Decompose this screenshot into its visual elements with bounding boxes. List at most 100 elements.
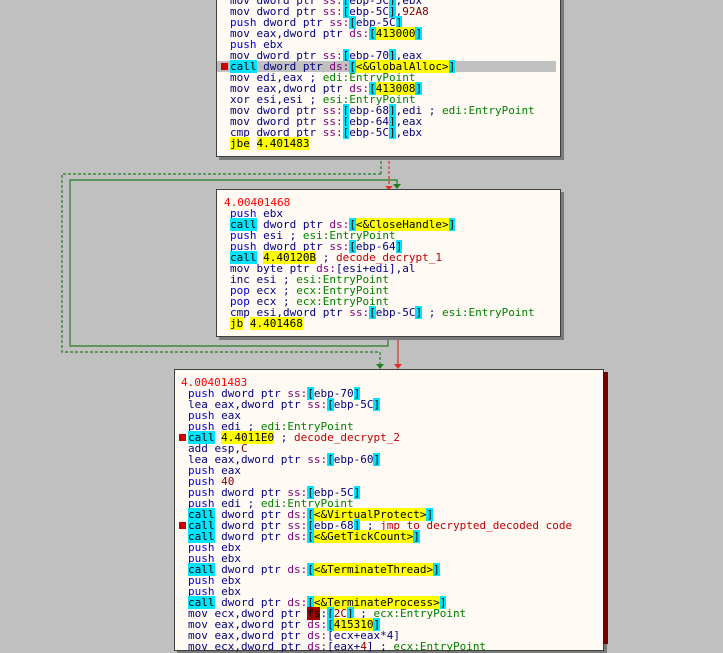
- instruction-row[interactable]: push dword ptr ss:[ebp-5C]: [217, 16, 560, 29]
- instruction-row[interactable]: push ebx: [175, 575, 603, 586]
- instruction-row[interactable]: add esp,C: [175, 443, 603, 454]
- instruction-row[interactable]: inc esi ; esi:EntryPoint: [217, 274, 560, 285]
- block-address: 4.00401468: [224, 196, 291, 209]
- instruction-row[interactable]: cmp esi,dword ptr ss:[ebp-5C] ; esi:Entr…: [217, 306, 560, 319]
- operand-api[interactable]: <&GetTickCount>: [313, 530, 414, 543]
- operand-api[interactable]: <&TerminateProcess>: [313, 596, 440, 609]
- operand-kw: ;: [353, 607, 374, 620]
- instruction-row[interactable]: mov edi,eax ; edi:EntryPoint: [217, 72, 560, 83]
- instruction-row[interactable]: mov eax,dword ptr ds:[ecx+eax*4]: [175, 630, 603, 641]
- instruction-row[interactable]: push eax: [175, 410, 603, 421]
- instruction-row[interactable]: push eax: [175, 465, 603, 476]
- operand-kw: dword ptr: [221, 508, 288, 521]
- instruction-row[interactable]: call dword ptr ss:[ebp-68] ; jmp to decr…: [175, 519, 603, 532]
- instruction-row[interactable]: push ebx: [175, 553, 603, 564]
- instruction-row[interactable]: mov dword ptr ss:[ebp-5C],92A8: [217, 5, 560, 18]
- instruction-row[interactable]: mov dword ptr ss:[ebp-5C],ebx: [217, 0, 560, 7]
- operand-br: [: [342, 115, 350, 128]
- operand-kw: byte ptr: [256, 262, 317, 275]
- operand-kw: esi,dword ptr: [256, 306, 350, 319]
- instruction-row[interactable]: mov dword ptr ss:[ebp-68],edi ; edi:Entr…: [217, 104, 560, 117]
- operand-br: [: [307, 519, 314, 532]
- operand-tgt[interactable]: 4.401483: [256, 137, 310, 150]
- operand-br: [: [307, 387, 314, 400]
- instruction-row[interactable]: push dword ptr ss:[ebp-70]: [175, 387, 603, 400]
- operand-kw: eax,dword ptr: [214, 398, 308, 411]
- operand-kw: ebx: [263, 38, 283, 51]
- instruction-row[interactable]: mov ecx,dword ptr ds:[eax+4] ; ecx:Entry…: [175, 641, 603, 652]
- operand-seg: ss:: [329, 240, 350, 253]
- operand-tgt[interactable]: 413000: [375, 27, 416, 40]
- operand-kw: ,edi ;: [395, 104, 442, 117]
- instruction-row[interactable]: push dword ptr ss:[ebp-5C]: [175, 486, 603, 499]
- instruction-row[interactable]: mov dword ptr ss:[ebp-64],eax: [217, 115, 560, 128]
- mnemonic: mov: [230, 262, 250, 275]
- operand-cmt: esi:EntryPoint: [441, 306, 535, 319]
- operand-api[interactable]: <&TerminateThread>: [313, 563, 434, 576]
- breakpoint-icon[interactable]: [179, 522, 186, 529]
- operand-seg: ds:: [316, 262, 336, 275]
- instruction-row[interactable]: jb 4.401468: [217, 317, 560, 330]
- instruction-row[interactable]: push ebx: [175, 586, 603, 597]
- operand-redmark: fs: [307, 607, 321, 620]
- operand-kw: ;: [316, 251, 336, 264]
- operand-kw: dword ptr: [221, 530, 288, 543]
- instruction-row[interactable]: cmp dword ptr ss:[ebp-5C],ebx: [217, 126, 560, 139]
- instruction-row[interactable]: lea eax,dword ptr ss:[ebp-60]: [175, 453, 603, 466]
- operand-br: [: [307, 530, 314, 543]
- breakpoint-icon[interactable]: [179, 434, 186, 441]
- operand-br: ]: [353, 387, 361, 400]
- instruction-row[interactable]: call dword ptr ds:[<&GetTickCount>]: [175, 530, 603, 543]
- instruction-row[interactable]: push ebx: [175, 542, 603, 553]
- operand-tgt[interactable]: 413008: [375, 82, 416, 95]
- instruction-row[interactable]: push ebx: [217, 39, 560, 50]
- instruction-row[interactable]: jbe 4.401483: [217, 137, 560, 150]
- mnemonic: xor: [230, 93, 250, 106]
- instruction-row[interactable]: mov ecx,dword ptr fs:[2C] ; ecx:EntryPoi…: [175, 607, 603, 620]
- instruction-row[interactable]: push edi ; edi:EntryPoint: [175, 498, 603, 509]
- mnemonic: cmp: [230, 306, 250, 319]
- instruction-row[interactable]: push ebx: [217, 208, 560, 219]
- instruction-row[interactable]: push edi ; edi:EntryPoint: [175, 421, 603, 432]
- operand-api[interactable]: <&VirtualProtect>: [313, 508, 427, 521]
- instruction-row[interactable]: pop ecx ; ecx:EntryPoint: [217, 285, 560, 296]
- mnemonic: call: [188, 563, 215, 576]
- instruction-row[interactable]: call 4.40120B ; decode_decrypt_1: [217, 251, 560, 264]
- instruction-row[interactable]: mov dword ptr ss:[ebp-70],eax: [217, 49, 560, 62]
- instruction-row[interactable]: xor esi,esi ; esi:EntryPoint: [217, 94, 560, 105]
- instruction-row[interactable]: call dword ptr ds:[<&GlobalAlloc>]: [217, 60, 556, 73]
- instruction-row[interactable]: mov byte ptr ds:[esi+edi],al: [217, 263, 560, 274]
- instruction-row[interactable]: mov eax,dword ptr ds:[413008]: [217, 82, 560, 95]
- operand-seg: ss:: [287, 387, 308, 400]
- operand-api[interactable]: <&GlobalAlloc>: [355, 60, 449, 73]
- instruction-row[interactable]: call dword ptr ds:[<&TerminateThread>]: [175, 563, 603, 576]
- operand-tgt[interactable]: 4.401468: [249, 317, 303, 330]
- instruction-row[interactable]: call dword ptr ds:[<&TerminateProcess>]: [175, 596, 603, 609]
- instruction-row[interactable]: call dword ptr ds:[<&VirtualProtect>]: [175, 508, 603, 521]
- operand-tgt[interactable]: 4.4011E0: [221, 431, 275, 444]
- operand-num: C: [241, 442, 248, 455]
- operand-tgt[interactable]: 415310: [333, 618, 374, 631]
- instruction-row[interactable]: push dword ptr ss:[ebp-64]: [217, 240, 560, 253]
- operand-br: ]: [388, 5, 396, 18]
- instruction-row[interactable]: push 40: [175, 476, 603, 487]
- instruction-row[interactable]: call 4.4011E0 ; decode_decrypt_2: [175, 431, 603, 444]
- operand-tgt[interactable]: 4.40120B: [263, 251, 317, 264]
- operand-kw: ecx ;: [256, 295, 297, 308]
- instruction-row[interactable]: mov eax,dword ptr ds:[413000]: [217, 27, 560, 40]
- instruction-row[interactable]: pop ecx ; ecx:EntryPoint: [217, 296, 560, 307]
- instruction-row[interactable]: push esi ; esi:EntryPoint: [217, 230, 560, 241]
- instruction-row[interactable]: call dword ptr ds:[<&CloseHandle>]: [217, 218, 560, 231]
- instruction-row[interactable]: mov eax,dword ptr ds:[415310]: [175, 618, 603, 631]
- operand-kw: esi,esi ;: [256, 93, 323, 106]
- operand-kw: edi,eax ;: [256, 71, 323, 84]
- instruction-row[interactable]: lea eax,dword ptr ss:[ebp-5C]: [175, 398, 603, 411]
- operand-api[interactable]: <&CloseHandle>: [355, 218, 449, 231]
- operand-mem: ebp-5C: [349, 5, 389, 18]
- breakpoint-icon[interactable]: [221, 63, 228, 70]
- operand-br: [: [349, 60, 356, 73]
- operand-kw: dword ptr: [221, 387, 288, 400]
- mnemonic: cmp: [230, 126, 250, 139]
